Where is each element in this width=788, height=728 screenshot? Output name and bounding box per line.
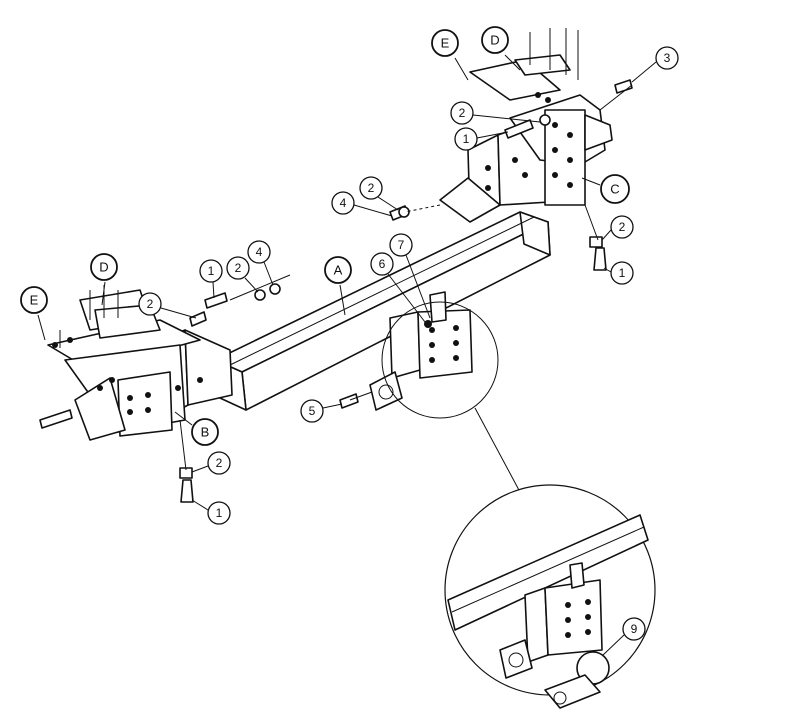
callout-B-label: B xyxy=(201,425,210,440)
callout-2-left-a: 2 xyxy=(226,256,259,293)
callout-7-label: 7 xyxy=(398,238,405,252)
callout-5-label: 5 xyxy=(309,404,316,418)
callout-2-right-bottom-label: 2 xyxy=(619,220,626,234)
callout-9-label: 9 xyxy=(631,622,638,636)
callout-D-right: D xyxy=(481,26,521,71)
callout-3-label: 3 xyxy=(664,51,671,65)
callout-1-right-mid-label: 1 xyxy=(463,132,470,146)
callout-E-right: E xyxy=(431,29,469,81)
callout-2-right-mid-label: 2 xyxy=(368,181,375,195)
callout-2-left-bottom: 2 xyxy=(191,451,231,475)
callout-6: 6 xyxy=(370,252,426,323)
callout-3: 3 xyxy=(631,46,679,83)
callout-2-left-b-label: 2 xyxy=(147,297,154,311)
callout-A: A xyxy=(324,256,352,316)
callout-1-left-top: 1 xyxy=(199,259,223,299)
left-side-bracket xyxy=(39,285,233,441)
callout-1-left-bottom-label: 1 xyxy=(216,506,223,520)
callout-C: C xyxy=(581,174,630,204)
callout-E-left: E xyxy=(20,286,48,341)
callout-D-right-label: D xyxy=(490,33,499,48)
detail-towball-view xyxy=(447,514,649,709)
callout-D-left-label: D xyxy=(99,260,108,275)
callout-D-left: D xyxy=(90,253,118,306)
callout-2-right-top-label: 2 xyxy=(459,106,466,120)
callout-2-left-a-label: 2 xyxy=(235,261,242,275)
callout-E-left-label: E xyxy=(30,293,39,308)
callout-6-label: 6 xyxy=(379,257,386,271)
callout-4-left: 4 xyxy=(247,240,274,286)
callout-1-right-bottom-label: 1 xyxy=(619,266,626,280)
callout-B: B xyxy=(174,411,219,446)
callout-A-label: A xyxy=(334,263,343,278)
callout-2-right-top: 2 xyxy=(450,101,541,125)
callout-2-right-mid: 2 xyxy=(359,176,399,211)
callout-5: 5 xyxy=(300,399,343,423)
callout-E-right-label: E xyxy=(441,36,450,51)
callout-C-label: C xyxy=(610,182,619,197)
callout-4-left-label: 4 xyxy=(256,245,263,259)
leader-lines xyxy=(179,84,633,471)
callout-9: 9 xyxy=(601,617,646,657)
callout-4-right-label: 4 xyxy=(340,196,347,210)
callout-2-left-b: 2 xyxy=(138,292,197,319)
callout-1-left-top-label: 1 xyxy=(208,264,215,278)
callout-1-right-bottom: 1 xyxy=(603,261,634,285)
callout-2-left-bottom-label: 2 xyxy=(216,456,223,470)
callout-2-right-bottom: 2 xyxy=(601,215,634,241)
callout-1-right-mid: 1 xyxy=(454,127,509,151)
callout-1-left-bottom: 1 xyxy=(191,499,231,525)
towball-mount-plate xyxy=(369,291,473,411)
callout-7: 7 xyxy=(389,233,431,319)
callout-4-right: 4 xyxy=(331,191,393,217)
hardware xyxy=(179,79,633,503)
